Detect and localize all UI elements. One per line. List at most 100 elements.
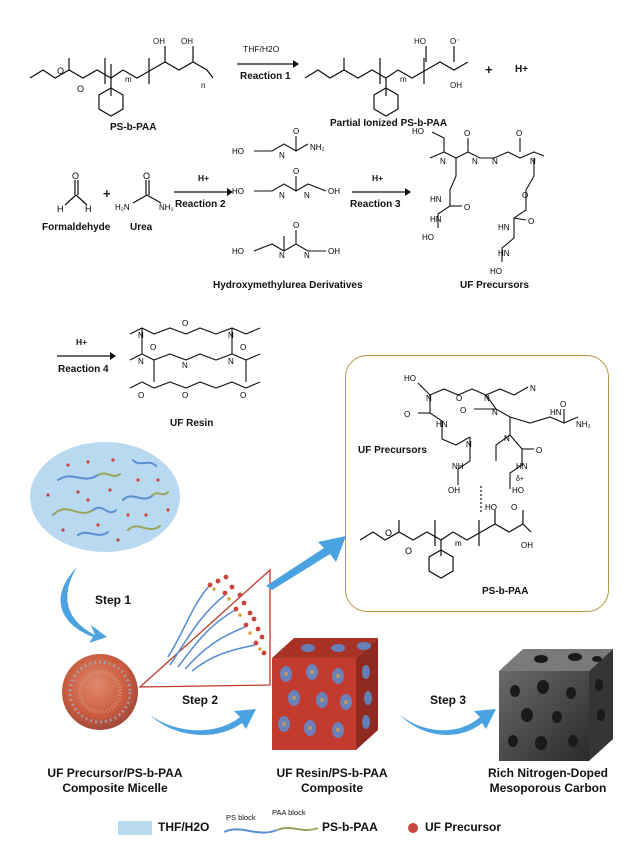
svg-text:HO: HO xyxy=(232,187,244,196)
inset-pointer-arrow xyxy=(266,536,346,590)
interaction-inset-box xyxy=(345,355,609,612)
svg-text:HO: HO xyxy=(404,374,416,383)
legend-copolymer-line xyxy=(223,827,319,834)
composite-resin-cube xyxy=(272,638,378,750)
resin-label-line1: UF Resin/PS-b-PAA xyxy=(276,766,388,780)
svg-text:HO: HO xyxy=(412,128,424,136)
ps-b-paa-structure: O O OH OH m n xyxy=(29,37,214,117)
reaction2-arrow xyxy=(174,188,233,196)
step2-arrow xyxy=(150,709,256,735)
legend-solvent-label: THF/H2O xyxy=(158,820,210,834)
svg-text:NH₂: NH₂ xyxy=(159,203,174,212)
svg-text:H: H xyxy=(85,204,92,214)
reaction1-arrow xyxy=(237,60,299,68)
svg-text:O: O xyxy=(464,129,470,138)
urea-label: Urea xyxy=(130,222,153,233)
magnification-triangle xyxy=(138,568,271,688)
svg-text:HO: HO xyxy=(232,147,244,156)
legend-copolymer-label: PS-b-PAA xyxy=(322,820,378,834)
svg-text:O: O xyxy=(72,171,79,181)
inset-uf-precursors-label: UF Precursors xyxy=(358,445,427,456)
reaction1-name: Reaction 1 xyxy=(240,71,291,82)
micelle-label: UF Precursor/PS-b-PAA Composite Micelle xyxy=(30,766,200,796)
svg-text:N: N xyxy=(426,394,432,403)
reaction3-catalyst: H+ xyxy=(372,173,384,183)
svg-text:O: O xyxy=(464,203,470,212)
svg-text:HO: HO xyxy=(512,486,524,495)
svg-text:N: N xyxy=(504,434,510,443)
svg-text:O: O xyxy=(240,343,246,352)
carbon-label-line1: Rich Nitrogen-Doped xyxy=(488,766,608,780)
svg-text:O: O xyxy=(511,503,517,512)
resin-label-line2: Composite xyxy=(300,781,363,795)
svg-text:O: O xyxy=(240,391,246,400)
svg-text:N: N xyxy=(484,394,490,403)
svg-text:H: H xyxy=(57,204,64,214)
svg-text:N: N xyxy=(304,191,310,200)
svg-text:O: O xyxy=(536,446,542,455)
carbon-label: Rich Nitrogen-Doped Mesoporous Carbon xyxy=(468,766,628,796)
reaction1-reactant-label: PS-b-PAA xyxy=(110,122,157,133)
svg-text:N: N xyxy=(138,357,144,366)
urea-structure: O H₂N NH₂ xyxy=(115,171,174,212)
carbon-label-line2: Mesoporous Carbon xyxy=(489,781,607,795)
svg-text:N: N xyxy=(472,157,478,166)
reaction1-condition: THF/H2O xyxy=(243,44,280,54)
step1-label: Step 1 xyxy=(95,593,132,607)
svg-text:O: O xyxy=(560,400,566,409)
svg-text:N: N xyxy=(304,251,310,260)
svg-text:HN: HN xyxy=(516,462,528,471)
svg-text:N: N xyxy=(182,361,188,370)
svg-text:OH: OH xyxy=(521,541,533,550)
reaction1-product-label: Partial Ionized PS-b-PAA xyxy=(330,118,448,129)
legend-precursor-label: UF Precursor xyxy=(425,820,502,834)
resin-composite-label: UF Resin/PS-b-PAA Composite xyxy=(252,766,412,796)
svg-text:N: N xyxy=(138,331,144,340)
svg-text:O: O xyxy=(138,391,144,400)
svg-text:O: O xyxy=(182,391,188,400)
svg-text:NH₂: NH₂ xyxy=(310,143,325,152)
reaction2-name: Reaction 2 xyxy=(175,199,226,210)
svg-text:O: O xyxy=(516,129,522,138)
svg-text:HN: HN xyxy=(436,420,448,429)
svg-text:HO: HO xyxy=(414,37,426,46)
reaction3-name: Reaction 3 xyxy=(350,199,401,210)
svg-text:N: N xyxy=(530,384,536,393)
svg-text:m: m xyxy=(455,539,462,548)
svg-text:HO: HO xyxy=(485,503,497,512)
svg-text:O: O xyxy=(182,319,188,328)
svg-text:O: O xyxy=(143,171,150,181)
micelle-label-line1: UF Precursor/PS-b-PAA xyxy=(47,766,183,780)
svg-text:OH: OH xyxy=(153,37,165,46)
svg-text:O: O xyxy=(77,84,84,94)
svg-text:O: O xyxy=(57,66,64,76)
reaction1-byproduct: H+ xyxy=(515,64,529,75)
inset-ps-b-paa-label: PS-b-PAA xyxy=(482,586,529,597)
svg-text:O: O xyxy=(405,546,412,556)
svg-text:HN: HN xyxy=(550,408,562,417)
svg-text:N: N xyxy=(530,157,536,166)
legend-solvent-swatch xyxy=(118,821,152,835)
svg-text:NH: NH xyxy=(452,462,464,471)
step3-arrow xyxy=(400,709,496,735)
svg-text:OH: OH xyxy=(181,37,193,46)
svg-text:N: N xyxy=(228,357,234,366)
svg-text:O: O xyxy=(404,410,410,419)
svg-text:N: N xyxy=(466,440,472,449)
reaction2-product-label: Hydroxymethylurea Derivatives xyxy=(213,280,363,291)
svg-text:N: N xyxy=(279,251,285,260)
svg-text:HN: HN xyxy=(430,215,442,224)
svg-text:m: m xyxy=(125,75,132,84)
svg-text:HO: HO xyxy=(232,247,244,256)
step3-label: Step 3 xyxy=(430,693,467,707)
reaction3-arrow xyxy=(352,188,411,196)
inset-ps-b-paa-structure: O O HO O m OH xyxy=(359,503,533,579)
step2-label: Step 2 xyxy=(182,693,219,707)
svg-text:m: m xyxy=(400,75,407,84)
solution-ellipse xyxy=(30,442,180,552)
reaction4-catalyst: H+ xyxy=(76,337,88,347)
svg-text:OH: OH xyxy=(450,81,462,90)
